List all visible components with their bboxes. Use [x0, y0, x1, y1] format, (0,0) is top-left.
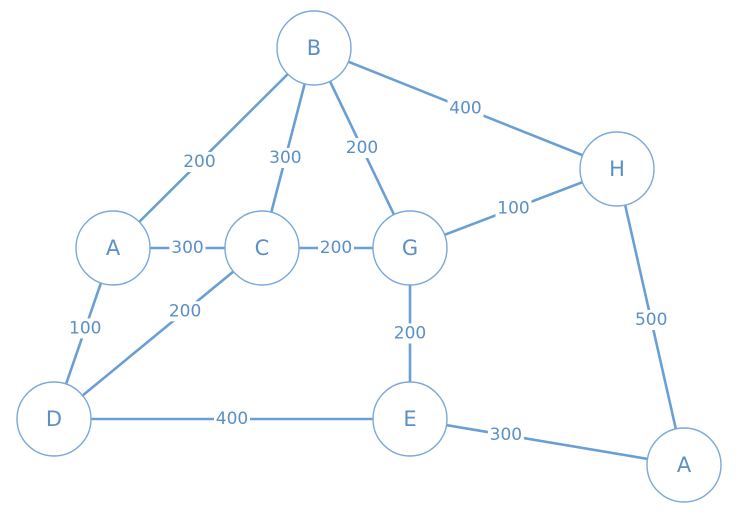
- nodes-layer: B H A C G D E A: [16, 10, 722, 503]
- edge-B-A1: 200: [111, 46, 316, 250]
- edge-weight-label: 300: [171, 238, 203, 258]
- edge-line: [408, 417, 686, 467]
- node-A1: A: [75, 210, 151, 286]
- node-A2: A: [646, 427, 722, 503]
- edge-label-background: [169, 238, 206, 258]
- node-circle: [372, 210, 448, 286]
- edge-line: [111, 46, 316, 250]
- edge-weight-label: 200: [346, 138, 378, 158]
- edge-label-background: [487, 425, 524, 446]
- node-label: H: [609, 157, 625, 181]
- node-B: B: [276, 10, 352, 86]
- node-label: A: [677, 453, 692, 477]
- edge-C-D: 200: [52, 246, 264, 421]
- edge-weight-label: 200: [169, 301, 201, 321]
- edge-label-background: [318, 238, 354, 258]
- edge-weight-label: 100: [497, 199, 529, 219]
- edge-B-H: 400: [312, 46, 619, 171]
- node-circle: [276, 10, 352, 86]
- edge-weight-label: 200: [183, 152, 215, 172]
- node-H: H: [579, 131, 655, 207]
- edge-weight-label: 200: [320, 238, 352, 258]
- edge-line: [52, 246, 264, 421]
- edge-weight-label: 100: [69, 318, 101, 338]
- node-C: C: [224, 210, 300, 286]
- node-label: A: [106, 236, 121, 260]
- edge-label-background: [214, 409, 250, 429]
- edge-label-background: [67, 318, 104, 339]
- edge-E-A2: 300: [408, 417, 686, 467]
- node-circle: [16, 381, 92, 457]
- edge-label-background: [344, 138, 380, 158]
- node-circle: [646, 427, 722, 503]
- node-circle: [75, 210, 151, 286]
- edge-weight-label: 400: [449, 99, 481, 119]
- edge-label-background: [181, 152, 218, 172]
- edge-weight-label: 300: [490, 425, 522, 445]
- node-D: D: [16, 381, 92, 457]
- edge-label-background: [495, 198, 532, 219]
- node-circle: [224, 210, 300, 286]
- edge-label-background: [392, 323, 428, 344]
- node-label: D: [46, 407, 62, 431]
- node-label: E: [403, 407, 416, 431]
- edge-label-background: [447, 98, 484, 119]
- edge-weight-label: 200: [394, 324, 426, 344]
- edge-weight-label: 400: [216, 409, 248, 429]
- node-label: G: [402, 236, 418, 260]
- edge-weight-label: 300: [269, 148, 301, 168]
- edge-label-background: [633, 309, 670, 330]
- node-G: G: [372, 210, 448, 286]
- node-circle: [372, 381, 448, 457]
- edge-label-background: [267, 148, 304, 168]
- node-E: E: [372, 381, 448, 457]
- node-circle: [579, 131, 655, 207]
- edge-H-A2: 500: [615, 167, 686, 467]
- node-label: B: [307, 36, 321, 60]
- node-label: C: [255, 236, 270, 260]
- edge-weight-label: 500: [635, 310, 667, 330]
- edge-label-background: [167, 301, 204, 322]
- edge-D-E: 400: [52, 409, 412, 429]
